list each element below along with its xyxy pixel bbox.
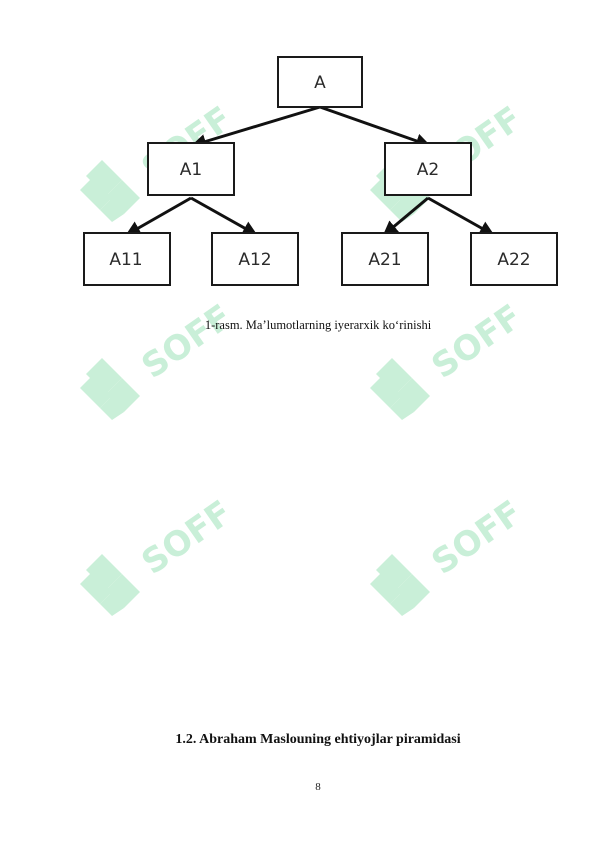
arrow-a2-to-a22 <box>427 196 495 236</box>
soff-watermark-icon: SOFF <box>80 493 240 616</box>
soff-watermark-icon: SOFF <box>370 493 530 616</box>
arrow-a-to-a1 <box>191 105 321 149</box>
node-a22-label: A22 <box>497 250 530 270</box>
node-a: A <box>277 56 363 108</box>
figure-caption: 1-rasm. Ma’lumotlarning iyerarxik ko‘rin… <box>204 318 432 332</box>
arrow-a2-to-a21 <box>382 196 429 236</box>
node-a22: A22 <box>470 232 558 286</box>
arrow-a-to-a2 <box>319 105 431 149</box>
node-a1: A1 <box>147 142 235 196</box>
svg-text:SOFF: SOFF <box>135 297 240 387</box>
soff-watermark-icon: SOFF <box>80 297 240 420</box>
hierarchy-diagram: A A1 A2 A11 A12 A21 A22 <box>83 56 558 286</box>
node-a2: A2 <box>384 142 472 196</box>
node-a11: A11 <box>83 232 171 286</box>
page-number: 8 <box>315 781 321 793</box>
node-a2-label: A2 <box>417 160 439 180</box>
section-heading: 1.2. Abraham Maslouning ehtiyojlar piram… <box>175 732 461 747</box>
node-a21: A21 <box>341 232 429 286</box>
arrow-a1-to-a11 <box>125 196 192 236</box>
node-a21-label: A21 <box>368 250 401 270</box>
svg-text:SOFF: SOFF <box>425 297 530 387</box>
soff-watermark-icon: SOFF <box>370 297 530 420</box>
node-a11-label: A11 <box>109 250 142 270</box>
node-a12: A12 <box>211 232 299 286</box>
node-a12-label: A12 <box>238 250 271 270</box>
svg-text:SOFF: SOFF <box>135 493 240 583</box>
node-a1-label: A1 <box>180 160 202 180</box>
arrow-a1-to-a12 <box>190 196 258 236</box>
node-a-label: A <box>314 73 326 93</box>
svg-text:SOFF: SOFF <box>425 493 530 583</box>
